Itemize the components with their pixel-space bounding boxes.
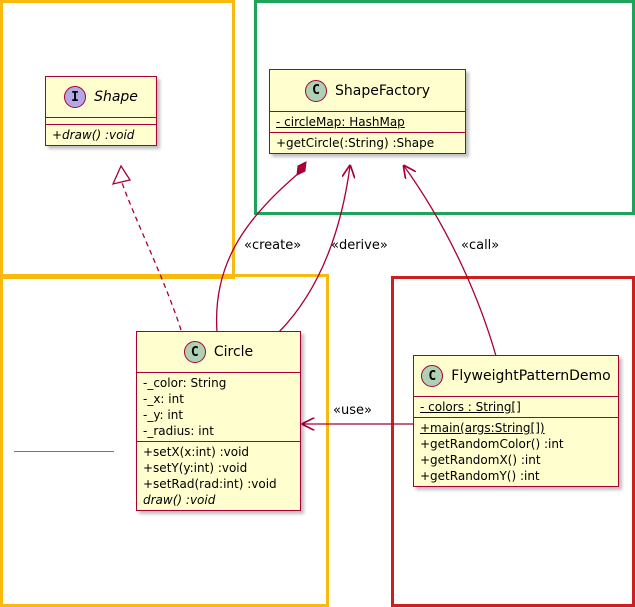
shapefactory-method: +getCircle(:String) :Shape	[276, 136, 435, 150]
circle-field: -_x: int	[143, 392, 184, 406]
circle-fields: -_color: String -_x: int -_y: int -_radi…	[137, 372, 300, 441]
demo-method: +getRandomX() :int	[420, 453, 541, 467]
demo-header: C FlyweightPatternDemo	[414, 356, 618, 396]
shape-name: Shape	[94, 89, 138, 105]
shape-header: I Shape	[46, 77, 156, 117]
circle-method: +setY(y:int) :void	[143, 461, 248, 475]
shapefactory-fields: - circleMap: HashMap	[270, 111, 465, 132]
create-label: «create»	[244, 238, 302, 253]
shape-methods: +draw() :void	[46, 124, 156, 145]
shapefactory-field: - circleMap: HashMap	[276, 115, 405, 129]
region-factory	[254, 0, 635, 215]
divider-line	[14, 451, 114, 452]
demo-field: - colors : String[]	[420, 400, 521, 414]
region-client	[391, 276, 635, 607]
shapefactory-methods: +getCircle(:String) :Shape	[270, 132, 465, 153]
circle-method: +setRad(rad:int) :void	[143, 477, 277, 491]
circle-method: +setX(x:int) :void	[143, 445, 250, 459]
use-label: «use»	[333, 403, 372, 418]
demo-class-box: C FlyweightPatternDemo - colors : String…	[413, 355, 619, 487]
realization-edge	[120, 179, 182, 331]
shape-interface-box: I Shape +draw() :void	[45, 76, 157, 146]
interface-icon: I	[64, 86, 87, 108]
class-icon: C	[305, 79, 327, 102]
region-interface	[0, 0, 235, 279]
circle-field: -_color: String	[143, 376, 227, 390]
call-edge	[404, 166, 497, 357]
create-edge	[215, 171, 301, 333]
realization-arrowhead	[111, 164, 132, 185]
demo-method: +getRandomColor() :int	[420, 437, 564, 451]
circle-field: -_y: int	[143, 408, 184, 422]
composition-diamond	[296, 161, 307, 176]
shapefactory-name: ShapeFactory	[335, 82, 430, 99]
demo-methods: +main(args:String[]) +getRandomColor() :…	[414, 417, 618, 486]
call-label: «call»	[461, 238, 500, 253]
circle-methods: +setX(x:int) :void +setY(y:int) :void +s…	[137, 441, 300, 510]
shape-fields	[46, 117, 156, 124]
region-concrete	[0, 274, 329, 607]
class-icon: C	[183, 341, 206, 363]
demo-method: +main(args:String[])	[420, 421, 545, 435]
demo-fields: - colors : String[]	[414, 396, 618, 417]
derive-edge	[278, 166, 350, 333]
demo-method: +getRandomY() :int	[420, 469, 540, 483]
shapefactory-header: C ShapeFactory	[270, 70, 465, 111]
shape-method: +draw() :void	[52, 128, 135, 142]
derive-label: «derive»	[331, 238, 388, 253]
circle-field: -_radius: int	[143, 424, 214, 438]
circle-class-box: C Circle -_color: String -_x: int -_y: i…	[136, 331, 301, 511]
circle-method: draw() :void	[143, 493, 216, 507]
class-icon: C	[421, 365, 444, 387]
shapefactory-class-box: C ShapeFactory - circleMap: HashMap +get…	[269, 69, 466, 154]
demo-name: FlyweightPatternDemo	[451, 368, 611, 384]
circle-header: C Circle	[137, 332, 300, 372]
circle-name: Circle	[213, 344, 254, 360]
